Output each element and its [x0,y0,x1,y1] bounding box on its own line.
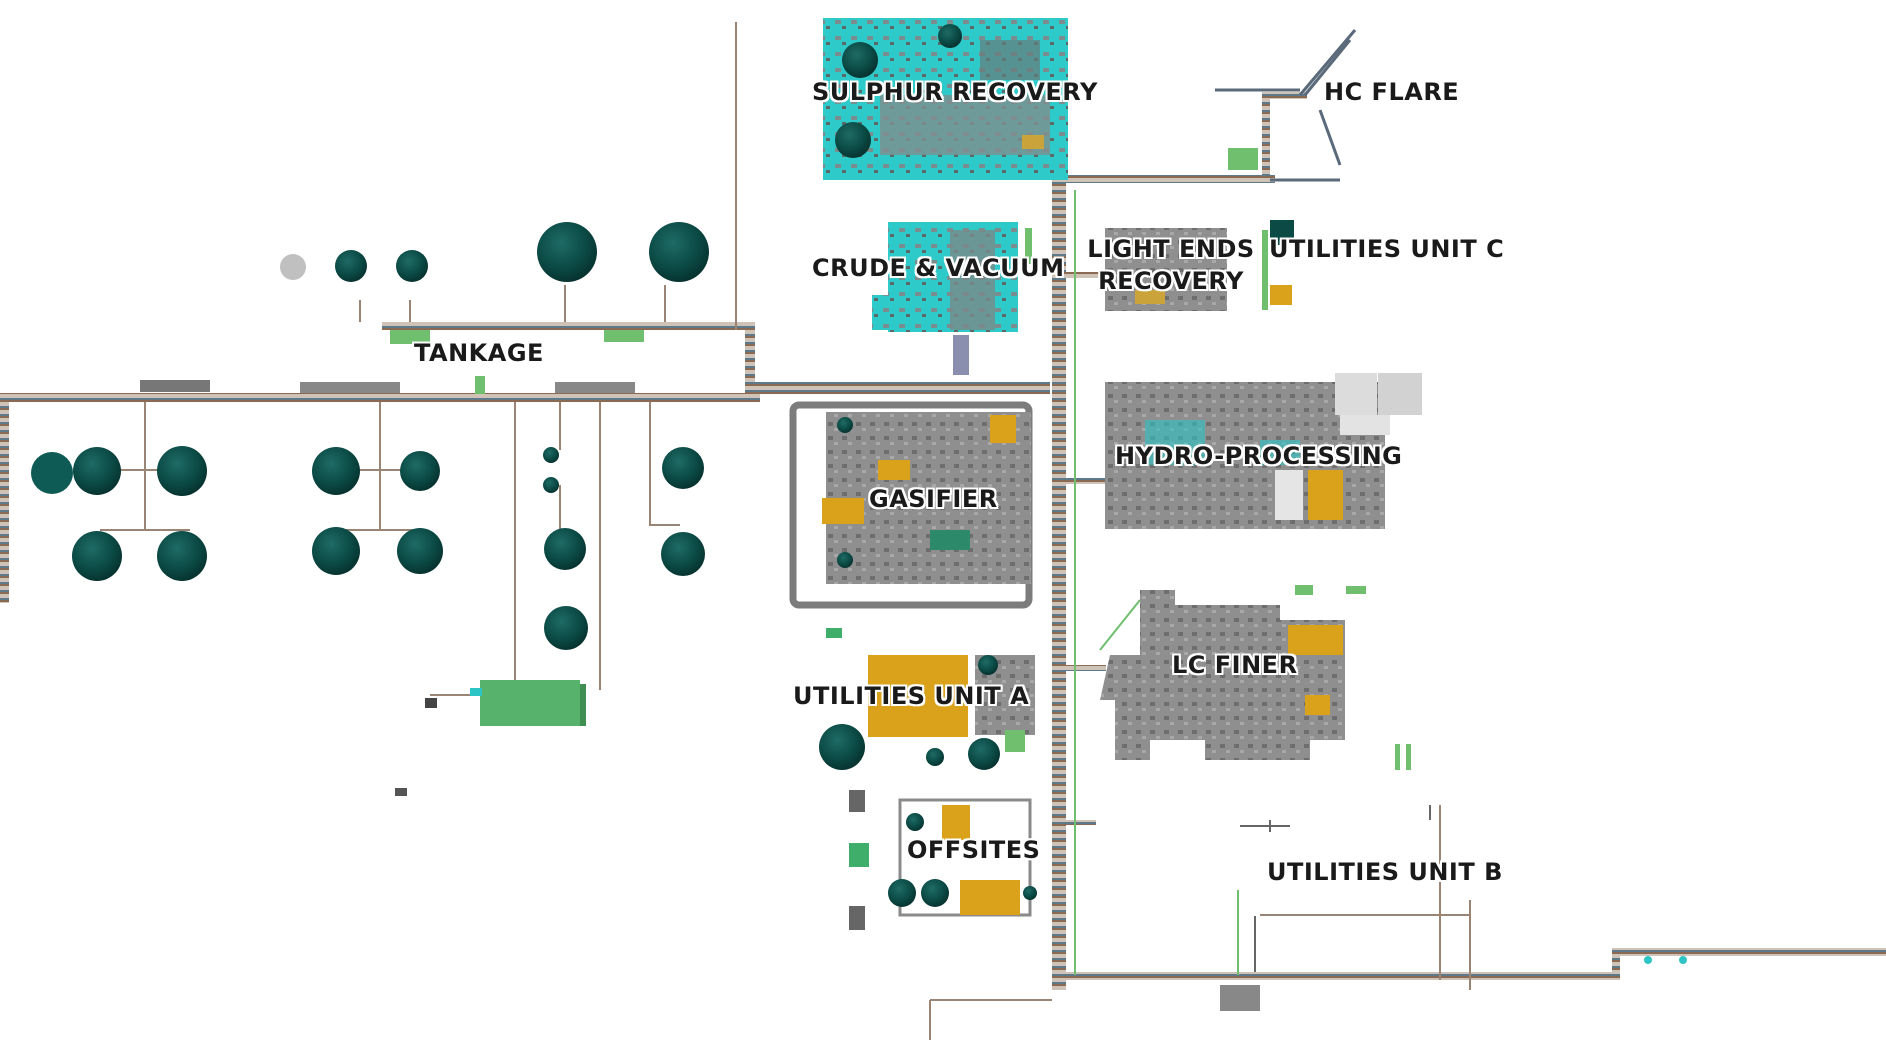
sulphur-recovery-unit [823,18,1068,180]
hc-flare-unit [1215,29,1357,182]
flare-knockout-drum [1228,148,1258,170]
label-utilities-unit-c: UTILITIES UNIT C [1269,235,1505,263]
label-tankage: TANKAGE [414,339,544,367]
tankage-equipment [140,330,644,796]
label-crude-vacuum: CRUDE & VACUUM [812,254,1065,282]
crude-vacuum-unit [872,222,1032,375]
label-offsites: OFFSITES [907,836,1041,864]
gasifier-unit [789,401,1033,609]
label-light-ends-recovery-1: LIGHT ENDS [1087,235,1255,263]
utilities-unit-b-substation [1220,985,1260,1011]
lc-finer-unit [1100,585,1411,770]
label-light-ends-recovery-2: RECOVERY [1098,267,1244,295]
marker-dot [1679,956,1687,964]
label-lc-finer: LC FINER [1172,651,1298,679]
label-hc-flare: HC FLARE [1324,78,1460,106]
label-sulphur-recovery: SULPHUR RECOVERY [812,78,1098,106]
tank-farm [31,222,709,650]
light-ends-recovery-unit [1105,228,1227,311]
green-lines [1074,190,1239,975]
label-gasifier: GASIFIER [869,485,998,513]
label-utilities-unit-a: UTILITIES UNIT A [793,682,1030,710]
marker-dot [1644,956,1652,964]
label-utilities-unit-b: UTILITIES UNIT B [1267,858,1503,886]
utilities-unit-c-block [1262,220,1294,310]
label-hydro-processing: HYDRO-PROCESSING [1115,442,1403,470]
utilities-unit-a-block [819,628,1035,770]
utilities-unit-b-block [1240,805,1431,972]
hydro-processing-unit [1105,373,1422,529]
pipe-rack-network [0,92,1886,990]
offsites-unit [849,790,1037,930]
